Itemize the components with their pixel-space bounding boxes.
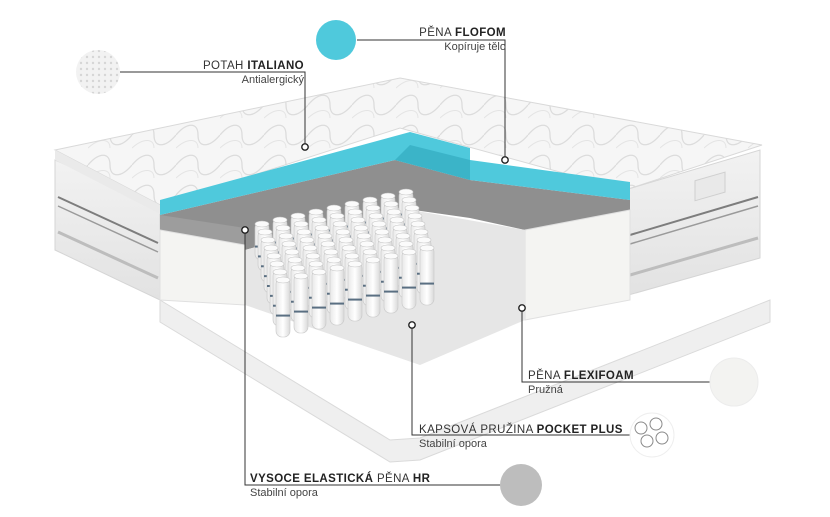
pocket-spring <box>419 244 435 306</box>
pocket-name: POCKET PLUS <box>536 424 623 436</box>
flexifoam-name: FLEXIFOAM <box>563 370 634 382</box>
cover-prefix: POTAH <box>202 60 244 72</box>
hr-description: Stabilní opora <box>250 487 318 499</box>
flexifoam-description: Pružná <box>528 384 563 396</box>
cover-description: Antialergický <box>241 74 304 86</box>
flofom-description: Kopíruje tělo <box>444 41 506 53</box>
leader-dots <box>241 143 526 329</box>
pocket-spring <box>293 272 309 334</box>
cover-name: ITALIANO <box>247 60 304 72</box>
pocket-spring <box>275 276 291 338</box>
mattress-base <box>159 299 771 463</box>
flexifoam-wall-right <box>524 209 631 321</box>
flofom-prefix: PĚNA <box>419 27 452 39</box>
pocket-spring <box>311 268 327 330</box>
flexifoam-swatch <box>709 357 759 407</box>
leader-lines <box>120 39 710 486</box>
cover-swatch <box>76 50 120 94</box>
pocket-spring <box>383 252 399 314</box>
pocket-spring <box>347 260 363 322</box>
cover-label: POTAH ITALIANO Antialergický <box>170 59 304 87</box>
pocket-prefix: KAPSOVÁ PRUŽINA <box>419 424 534 436</box>
flofom-foam-layer <box>160 132 630 215</box>
pocket-spring <box>329 264 345 326</box>
flofom-swatch <box>316 20 356 60</box>
pocket-spring-label: KAPSOVÁ PRUŽINA POCKET PLUS Stabilní opo… <box>419 423 623 451</box>
flexifoam-label: PĚNA FLEXIFOAM Pružná <box>528 369 634 397</box>
flofom-name: FLOFOM <box>455 27 506 39</box>
pocket-description: Stabilní opora <box>419 438 487 450</box>
hr-name-1: VYSOCE ELASTICKÁ <box>250 473 374 485</box>
flexifoam-prefix: PĚNA <box>528 370 561 382</box>
hr-middle: PĚNA <box>376 473 410 485</box>
hr-swatch <box>500 464 542 506</box>
hr-foam-label: VYSOCE ELASTICKÁ PĚNA HR Stabilní opora <box>250 472 430 500</box>
hr-name-2: HR <box>412 473 431 485</box>
flofom-label: PĚNA FLOFOM Kopíruje tělo <box>380 26 506 54</box>
pocket-spring <box>401 248 417 310</box>
pocket-springs-block <box>245 188 525 365</box>
pocket-spring-swatch <box>629 412 675 458</box>
pocket-spring <box>365 256 381 318</box>
hr-foam-layer <box>160 160 630 300</box>
